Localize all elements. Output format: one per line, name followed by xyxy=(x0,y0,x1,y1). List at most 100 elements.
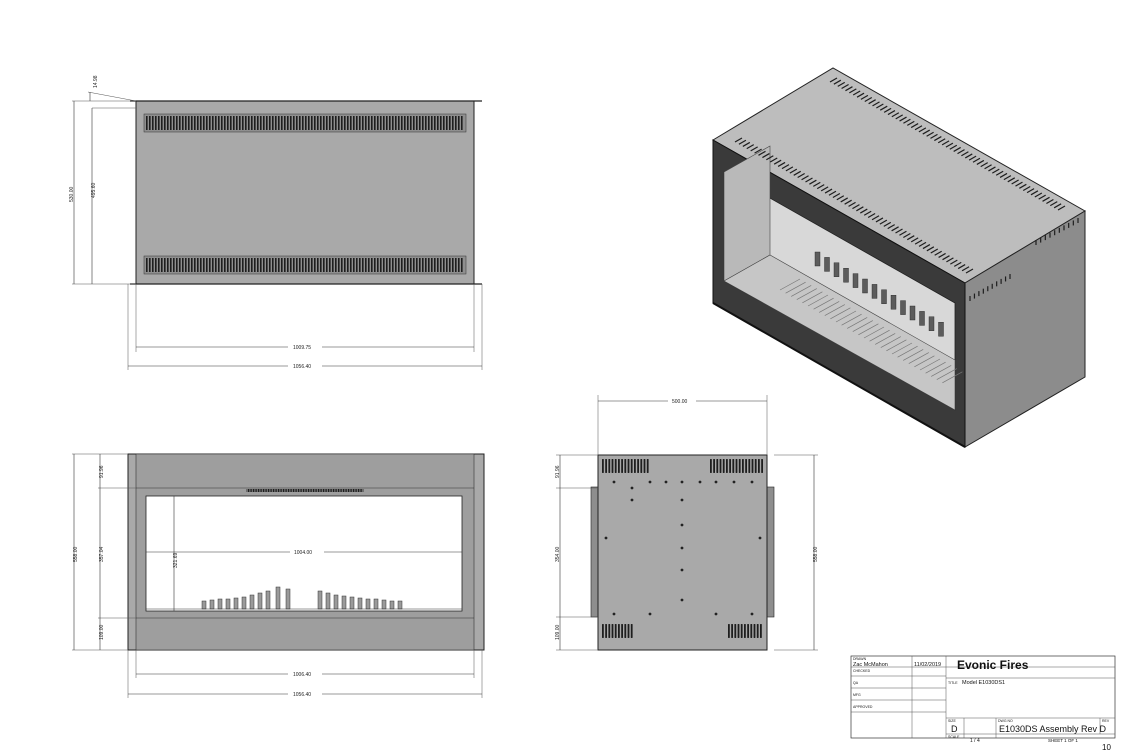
vent-slot xyxy=(298,489,300,492)
vent-slot xyxy=(245,258,247,272)
vent-slot xyxy=(751,459,754,473)
internal-component xyxy=(852,273,859,288)
vent-slot xyxy=(344,258,346,272)
vent-slot xyxy=(809,179,817,185)
vent-slot xyxy=(350,489,352,492)
vent-slot xyxy=(288,489,290,492)
vent-slot xyxy=(218,116,220,130)
vent-slot xyxy=(837,81,846,87)
vent-slot xyxy=(738,139,747,145)
vent-slot xyxy=(161,258,163,272)
burner-grille xyxy=(914,355,935,368)
vent-slot xyxy=(313,489,315,492)
vent-slot xyxy=(899,116,907,122)
vent-slot xyxy=(176,116,178,130)
vent-slot xyxy=(640,459,643,473)
page-number: 10 xyxy=(1102,743,1111,752)
mount-hole xyxy=(680,546,684,550)
vent-slot xyxy=(167,116,169,130)
vent-slot xyxy=(299,258,301,272)
vent-slot xyxy=(383,258,385,272)
log-bar xyxy=(241,596,247,610)
vent-slot xyxy=(278,258,280,272)
vent-slot xyxy=(173,258,175,272)
vent-slot xyxy=(185,116,187,130)
vent-slot xyxy=(760,624,762,638)
vent-slot xyxy=(742,141,751,147)
vent-slot xyxy=(953,261,962,267)
vent-slot xyxy=(404,258,406,272)
mount-hole xyxy=(648,480,652,484)
vent-slot xyxy=(398,258,400,272)
vent-slot xyxy=(353,489,355,492)
vent-slot xyxy=(750,624,753,638)
vent-slot xyxy=(314,258,316,272)
vent-slot xyxy=(260,489,262,492)
vent-slot xyxy=(335,489,337,492)
vent-slot xyxy=(299,116,301,130)
vent-slot xyxy=(434,116,436,130)
vent-slot xyxy=(215,116,217,130)
dim-front-opening-width: 1004.00 xyxy=(294,550,312,556)
vent-slot xyxy=(230,116,232,130)
tb-company: Evonic Fires xyxy=(957,658,1029,672)
vent-slot xyxy=(167,258,169,272)
vent-slot xyxy=(356,258,358,272)
vent-slot xyxy=(443,258,445,272)
vent-slot xyxy=(1007,177,1016,183)
vent-slot xyxy=(762,153,770,159)
vent-slot xyxy=(335,116,337,130)
vent-slot xyxy=(813,181,821,187)
vent-slot xyxy=(605,459,607,473)
burner-grille xyxy=(813,297,834,310)
vent-slot xyxy=(311,116,313,130)
vent-slot xyxy=(891,112,900,118)
vent-slot xyxy=(848,201,856,207)
mount-hole xyxy=(732,480,736,484)
vent-slot xyxy=(281,258,283,272)
vent-slot xyxy=(371,258,373,272)
vent-slot xyxy=(326,258,328,272)
vent-slot xyxy=(194,258,196,272)
top-view-vent-row-upper xyxy=(143,113,467,133)
vent-slot xyxy=(425,116,427,130)
vent-slot xyxy=(937,138,946,144)
vent-slot xyxy=(191,116,193,130)
vent-slot xyxy=(461,116,463,130)
vent-slot xyxy=(419,116,421,130)
burner-grille xyxy=(897,345,918,358)
vent-slot xyxy=(957,264,966,270)
vent-slot xyxy=(236,258,238,272)
vent-slot xyxy=(737,624,740,638)
vent-slot xyxy=(876,103,884,109)
vent-slot xyxy=(308,116,310,130)
log-bar xyxy=(275,586,281,610)
vent-slot xyxy=(860,94,869,100)
vent-slot xyxy=(221,258,223,272)
vent-slot xyxy=(906,120,915,126)
vent-slot xyxy=(734,624,737,638)
vent-slot xyxy=(758,459,760,473)
vent-slot xyxy=(358,489,360,492)
vent-slot xyxy=(155,116,157,130)
vent-slot xyxy=(1026,188,1035,194)
vent-slot xyxy=(197,116,199,130)
vent-slot xyxy=(380,116,382,130)
vent-slot xyxy=(608,624,611,638)
internal-component xyxy=(814,251,821,267)
vent-slot xyxy=(263,489,265,492)
burner-grille xyxy=(802,291,823,304)
mount-hole xyxy=(604,536,608,540)
vent-slot xyxy=(374,258,376,272)
vent-slot xyxy=(302,258,304,272)
dim-front-opening: 357.04 xyxy=(99,546,105,562)
vent-slot xyxy=(829,77,838,83)
vent-slot xyxy=(191,258,193,272)
vent-slot xyxy=(233,258,235,272)
dim-front-top-band: 91.96 xyxy=(99,465,105,478)
vent-slot xyxy=(621,459,623,473)
mount-hole xyxy=(680,568,684,572)
vent-slot xyxy=(726,459,728,473)
vent-slot xyxy=(335,258,337,272)
vent-slot xyxy=(845,86,853,92)
